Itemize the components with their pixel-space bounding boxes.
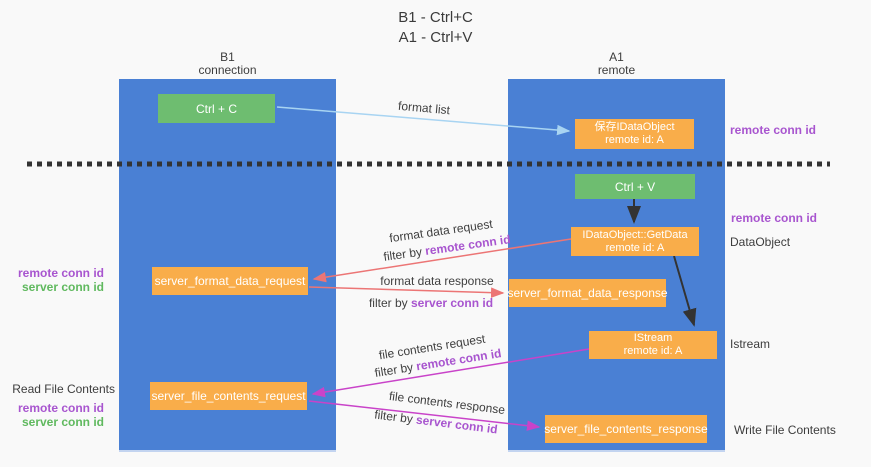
node-istream: IStream remote id: A <box>589 331 717 359</box>
node-server-file-contents-response-label: server_file_contents_response <box>544 422 708 436</box>
filter-prefix-2: filter by <box>368 296 408 310</box>
column-a1-name: A1 <box>609 50 624 64</box>
node-ctrl-v: Ctrl + V <box>575 174 695 199</box>
column-b1-sub: connection <box>198 63 257 77</box>
filter-id-2: server conn id <box>411 296 494 310</box>
node-idataobject-getdata: IDataObject::GetData remote id: A <box>571 227 699 256</box>
label-server-conn-id-left-1: server conn id <box>21 280 104 294</box>
column-header-b1: B1 connection <box>119 51 336 77</box>
label-group-conn-ids-left-2: remote conn id server conn id <box>8 401 104 429</box>
label-dataobject: DataObject <box>730 235 791 249</box>
title-line-2: A1 - Ctrl+V <box>398 29 473 46</box>
node-server-format-data-request: server_format_data_request <box>152 267 308 295</box>
node-save-idataobject-line2: remote id: A <box>605 134 664 146</box>
node-ctrl-c-label: Ctrl + C <box>195 101 237 116</box>
diagram-title: B1 - Ctrl+C A1 - Ctrl+V <box>0 8 871 48</box>
filter-id-4: server conn id <box>415 412 499 437</box>
column-b1-name: B1 <box>220 50 235 64</box>
label-group-conn-ids-left-1: remote conn id server conn id <box>8 266 104 294</box>
node-istream-line1: IStream <box>633 332 673 344</box>
node-ctrl-c: Ctrl + C <box>158 94 275 123</box>
node-save-idataobject: 保存IDataObject remote id: A <box>575 119 694 149</box>
arrow-label-format-list: format list <box>397 98 451 118</box>
node-server-file-contents-request: server_file_contents_request <box>150 382 307 410</box>
label-server-conn-id-left-2: server conn id <box>21 415 104 429</box>
node-server-format-data-response: server_format_data_response <box>507 279 668 307</box>
node-server-file-contents-request-label: server_file_contents_request <box>151 389 306 403</box>
title-line-1: B1 - Ctrl+C <box>398 9 473 26</box>
label-write-file-contents: Write File Contents <box>734 423 836 437</box>
arrow-label-format-data-response: format data response <box>380 274 494 288</box>
filter-prefix-3: filter by <box>373 360 415 380</box>
label-istream: Istream <box>730 337 771 351</box>
column-a1-sub: remote <box>597 63 636 77</box>
column-header-a1: A1 remote <box>508 51 725 77</box>
label-remote-conn-id-right-2: remote conn id <box>731 211 818 225</box>
filter-prefix-1: filter by <box>382 244 423 264</box>
label-read-file-contents: Read File Contents <box>12 382 115 396</box>
arrow-label-filter-server-1: filter by server conn id <box>369 296 493 310</box>
node-server-file-contents-response: server_file_contents_response <box>544 415 708 443</box>
node-idataobject-getdata-line1: IDataObject::GetData <box>582 228 688 241</box>
node-server-format-data-request-label: server_format_data_request <box>154 274 306 288</box>
filter-prefix-4: filter by <box>373 407 414 427</box>
node-idataobject-getdata-line2: remote id: A <box>605 241 665 254</box>
label-remote-conn-id-left-2: remote conn id <box>17 401 104 415</box>
label-remote-conn-id-right-1: remote conn id <box>730 123 817 137</box>
node-istream-line2: remote id: A <box>623 345 683 357</box>
node-server-format-data-response-label: server_format_data_response <box>507 286 668 300</box>
node-ctrl-v-label: Ctrl + V <box>614 179 656 194</box>
node-save-idataobject-line1: 保存IDataObject <box>594 121 675 133</box>
label-remote-conn-id-left-1: remote conn id <box>17 266 104 280</box>
